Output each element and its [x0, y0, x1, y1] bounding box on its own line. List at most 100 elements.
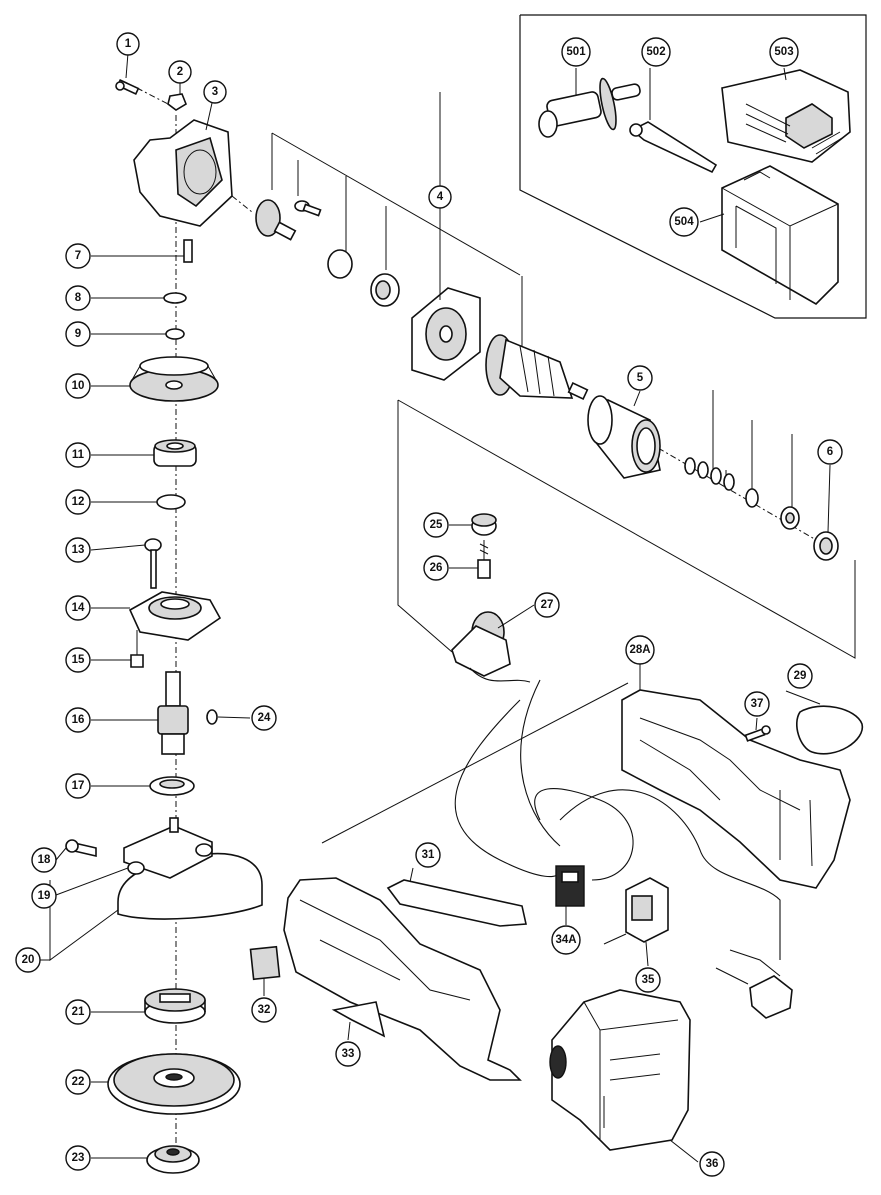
pinion-screw	[294, 200, 322, 217]
wheel-nut	[144, 988, 206, 1024]
callout-label: 10	[72, 380, 85, 392]
o-ring	[156, 494, 186, 510]
callout-label: 28A	[629, 644, 650, 656]
callout-5: 5	[627, 365, 653, 391]
callout-label: 29	[794, 670, 807, 682]
battery-terminal	[715, 949, 793, 1019]
gear-cover	[133, 119, 233, 227]
label-plate	[796, 705, 863, 755]
screw	[115, 78, 140, 96]
grinding-wheel	[107, 1053, 241, 1115]
accessory-box	[519, 14, 867, 319]
nut	[167, 93, 187, 111]
callout-label: 37	[751, 698, 764, 710]
callout-label: 20	[22, 954, 35, 966]
callout-13: 13	[65, 537, 91, 563]
callout-label: 9	[75, 328, 81, 340]
switch-lever	[386, 879, 527, 927]
callout-24: 24	[251, 705, 277, 731]
callout-label: 502	[646, 46, 665, 58]
callout-29: 29	[787, 663, 813, 689]
key	[206, 709, 218, 725]
callout-9: 9	[65, 321, 91, 347]
callout-37: 37	[744, 691, 770, 717]
motor-bearing	[370, 273, 400, 307]
callout-28A: 28A	[625, 635, 655, 665]
armature	[485, 334, 589, 400]
callout-label: 14	[72, 602, 85, 614]
callout-label: 36	[706, 1158, 719, 1170]
callout-label: 2	[177, 66, 183, 78]
terminal-block	[603, 877, 669, 945]
callout-16: 16	[65, 707, 91, 733]
callout-503: 503	[769, 37, 799, 67]
callout-label: 33	[342, 1048, 355, 1060]
callout-23: 23	[65, 1145, 91, 1171]
inner-cover	[411, 287, 481, 381]
callout-label: 17	[72, 780, 85, 792]
callout-1: 1	[116, 32, 140, 56]
bevel-gear	[129, 356, 219, 402]
callout-12: 12	[65, 489, 91, 515]
callout-label: 24	[258, 712, 271, 724]
callout-15: 15	[65, 647, 91, 673]
callout-label: 32	[258, 1004, 271, 1016]
callout-label: 31	[422, 849, 435, 861]
callout-label: 504	[674, 216, 694, 228]
callout-27: 27	[534, 592, 560, 618]
callout-502: 502	[641, 37, 671, 67]
callout-label: 13	[72, 544, 85, 556]
callout-35: 35	[635, 967, 661, 993]
callout-label: 12	[72, 496, 85, 508]
callout-label: 501	[566, 46, 586, 58]
callout-label: 7	[75, 250, 81, 262]
callout-label: 3	[212, 86, 218, 98]
callout-501: 501	[561, 37, 591, 67]
snap-ring	[327, 249, 353, 279]
callout-label: 5	[637, 372, 644, 384]
rating-tag	[249, 945, 281, 981]
callout-label: 35	[642, 974, 655, 986]
housing-left	[283, 877, 522, 1081]
callout-label: 1	[125, 38, 132, 50]
callout-label: 22	[72, 1076, 85, 1088]
callout-label: 16	[72, 714, 85, 726]
wheel-guard	[65, 817, 263, 920]
housing-right	[621, 689, 851, 889]
washer	[165, 328, 185, 340]
callout-4: 4	[428, 185, 452, 209]
lock-nut	[146, 1145, 200, 1174]
callout-label: 26	[430, 562, 443, 574]
carrying-case	[721, 165, 839, 305]
callout-36: 36	[699, 1151, 725, 1177]
callout-504: 504	[669, 207, 699, 237]
callout-21: 21	[65, 999, 91, 1025]
callout-32: 32	[251, 997, 277, 1023]
callout-33: 33	[335, 1041, 361, 1067]
callout-6: 6	[817, 439, 843, 465]
callout-10: 10	[65, 373, 91, 399]
callout-label: 8	[75, 292, 82, 304]
callout-22: 22	[65, 1069, 91, 1095]
switch	[555, 865, 585, 907]
side-handle	[538, 77, 641, 138]
ball-bearing	[153, 439, 197, 467]
battery-charger	[721, 69, 851, 163]
spindle	[157, 671, 189, 755]
stator	[587, 395, 661, 479]
callout-label: 503	[774, 46, 793, 58]
callout-label: 25	[430, 519, 443, 531]
callout-11: 11	[65, 442, 91, 468]
bushing	[813, 531, 839, 561]
callout-2: 2	[168, 60, 192, 84]
hex-bolt	[130, 630, 144, 668]
callout-26: 26	[423, 555, 449, 581]
leader-lines	[28, 52, 831, 1163]
callout-label: 27	[541, 599, 554, 611]
callout-17: 17	[65, 773, 91, 799]
brush-cap	[471, 513, 497, 536]
rear-bearing	[780, 506, 800, 530]
callout-label: 23	[72, 1152, 85, 1164]
callout-14: 14	[65, 595, 91, 621]
callout-label: 11	[72, 449, 85, 461]
